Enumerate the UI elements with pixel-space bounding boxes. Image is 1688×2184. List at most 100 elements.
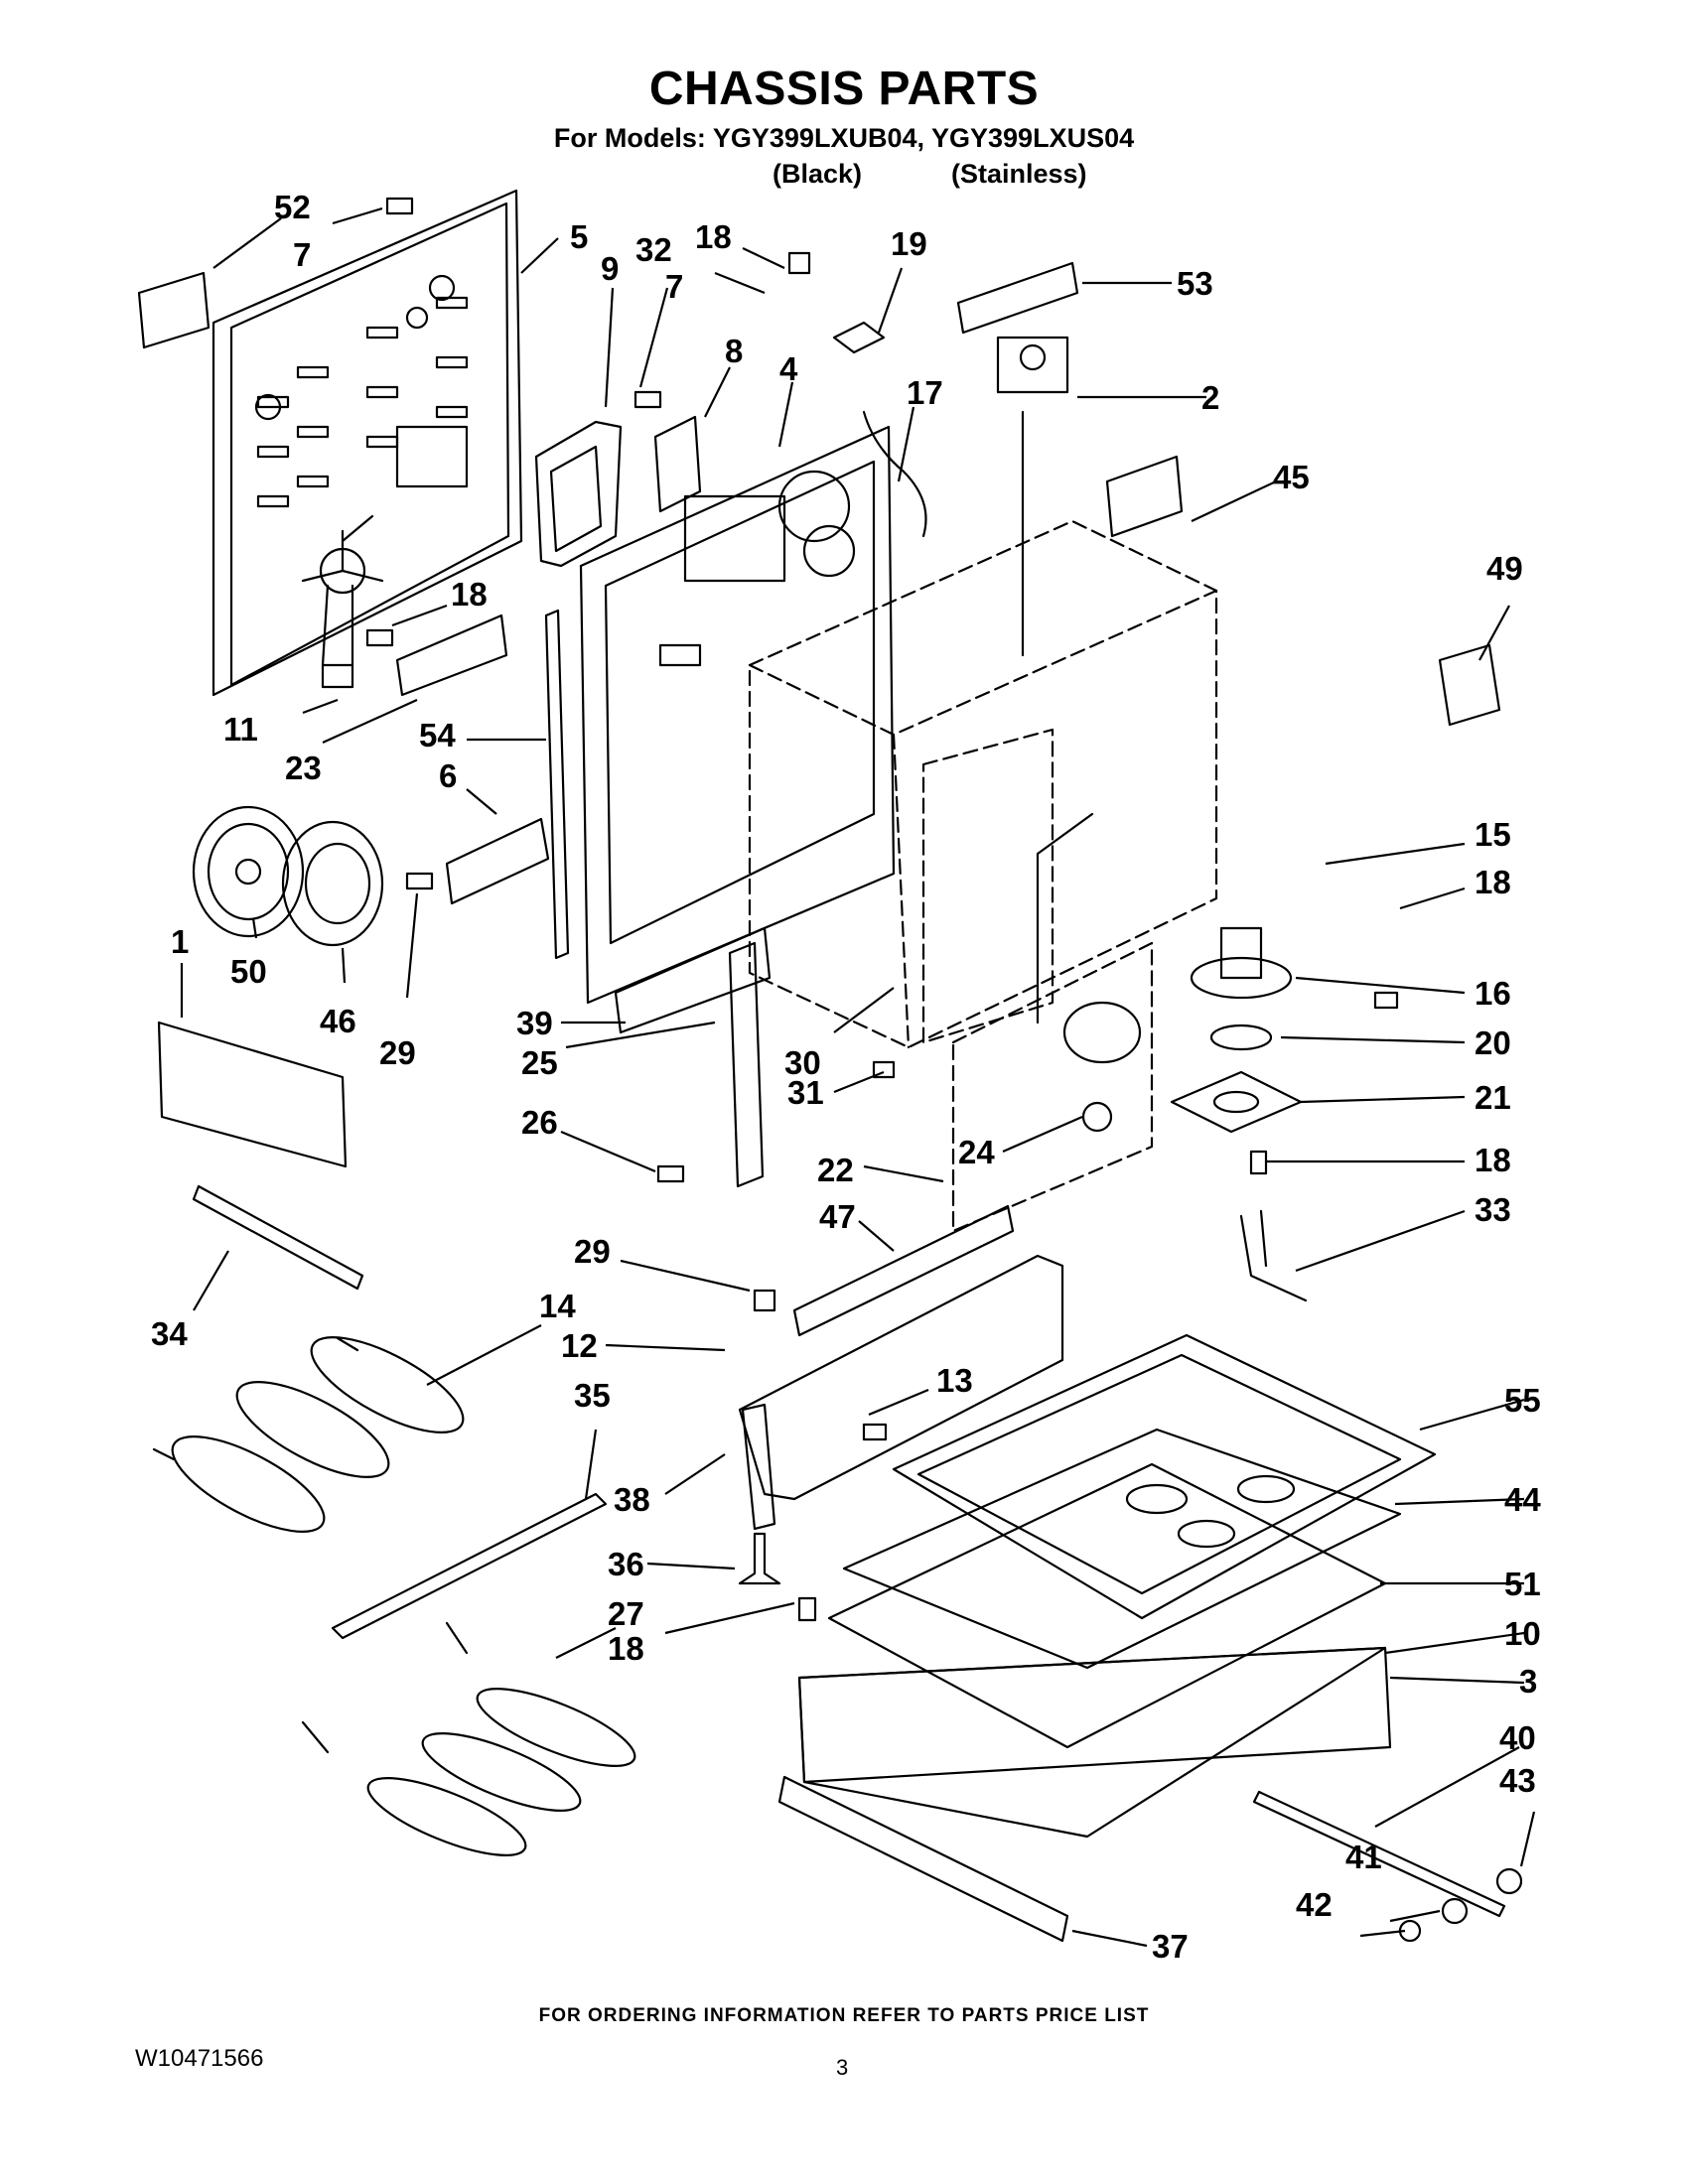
callout-label: 24 — [958, 1134, 995, 1170]
callout-label: 5 — [570, 218, 588, 255]
terminal-cover-part — [137, 271, 211, 349]
rail-part — [331, 1492, 608, 1640]
callout-label: 14 — [539, 1288, 576, 1324]
pipe-and-wire-part — [832, 321, 1094, 1024]
callout-label: 53 — [1177, 265, 1213, 302]
clip-part — [1239, 1209, 1308, 1302]
callout-label: 29 — [574, 1233, 611, 1270]
callout-label: 35 — [574, 1377, 611, 1414]
convection-motor-part — [301, 514, 384, 689]
callout-label: 39 — [516, 1005, 553, 1041]
igniter-bracket-part — [1438, 643, 1501, 727]
callout-label: 43 — [1499, 1762, 1536, 1799]
hardware-part — [365, 197, 1523, 1943]
callout-label: 16 — [1475, 975, 1511, 1012]
callout-label: 44 — [1504, 1481, 1541, 1518]
callout-label: 38 — [614, 1481, 650, 1518]
callout-label: 3 — [1519, 1663, 1537, 1700]
variant-black: (Black) — [773, 159, 863, 189]
callout-label: 18 — [451, 576, 488, 613]
mount-bracket-part — [1105, 455, 1184, 538]
gas-valve-part — [996, 336, 1069, 394]
callout-label: 17 — [907, 374, 943, 411]
callout-label: 37 — [1152, 1928, 1189, 1965]
models-line: For Models: YGY399LXUB04, YGY399LXUS04 — [553, 123, 1135, 153]
burner-assembly-part — [1170, 926, 1303, 1134]
ordering-note: FOR ORDERING INFORMATION REFER TO PARTS … — [538, 2005, 1150, 2026]
trim-strip-part — [544, 609, 570, 960]
callout-label: 51 — [1504, 1566, 1541, 1602]
side-bracket-part — [728, 941, 765, 1188]
toe-plate-part — [614, 926, 772, 1034]
callout-label: 12 — [561, 1327, 598, 1364]
bake-element-part — [152, 1336, 465, 1533]
callout-label: 7 — [665, 268, 683, 305]
drawer-rail-part — [1252, 1790, 1506, 1918]
bracket-part — [653, 415, 702, 513]
rear-panel-part — [211, 189, 523, 697]
callout-label: 11 — [223, 711, 258, 748]
oven-back-wall-part — [579, 425, 896, 1005]
callout-label: 2 — [1201, 379, 1219, 416]
callout-label: 18 — [695, 218, 732, 255]
vent-duct-part — [534, 420, 623, 568]
leader-lines — [180, 206, 1536, 1948]
oven-cavity-part — [748, 519, 1218, 1049]
callout-label: 55 — [1504, 1382, 1541, 1419]
callout-label: 18 — [608, 1630, 644, 1667]
callout-label: 7 — [293, 236, 311, 273]
cover-box-part — [956, 261, 1079, 335]
callout-label: 18 — [1475, 1142, 1511, 1178]
callout-label: 33 — [1475, 1191, 1511, 1228]
callout-label: 32 — [635, 231, 672, 268]
callout-label: 26 — [521, 1104, 558, 1141]
callout-label: 4 — [779, 350, 798, 387]
callout-label: 30 — [784, 1044, 821, 1081]
callout-label: 10 — [1504, 1615, 1541, 1652]
callout-label: 34 — [151, 1315, 188, 1352]
broil-element-part — [301, 1621, 636, 1856]
bottom-pan-part — [892, 1333, 1437, 1620]
callout-label: 21 — [1475, 1079, 1511, 1116]
callout-label: 13 — [936, 1362, 973, 1399]
convection-fan-part — [192, 805, 384, 947]
callout-label: 18 — [1475, 864, 1511, 900]
callout-label: 54 — [419, 717, 456, 753]
callout-label: 23 — [285, 750, 322, 786]
callout-label: 50 — [230, 953, 267, 990]
callout-label: 27 — [608, 1595, 644, 1632]
drip-plate-part — [192, 1184, 364, 1291]
callout-label: 29 — [379, 1034, 416, 1071]
front-plate-part — [157, 1021, 348, 1168]
callout-label: 20 — [1475, 1024, 1511, 1061]
callout-label: 41 — [1345, 1839, 1382, 1875]
callout-label: 6 — [439, 757, 457, 794]
motor-shield-part — [395, 614, 508, 697]
rear-bracket-part — [777, 1775, 1069, 1943]
callout-label: 40 — [1499, 1719, 1536, 1756]
callout-label: 15 — [1475, 816, 1511, 853]
callout-label: 8 — [725, 333, 743, 369]
leveling-leg-part — [738, 1532, 781, 1585]
callout-label: 49 — [1486, 550, 1523, 587]
callout-label: 9 — [601, 250, 619, 287]
callout-label: 1 — [171, 923, 189, 960]
page-title: CHASSIS PARTS — [648, 63, 1040, 115]
page-number: 3 — [836, 2055, 849, 2080]
light-assembly-part — [951, 941, 1154, 1233]
callout-label: 52 — [274, 189, 311, 225]
drawer-part — [797, 1462, 1392, 1839]
callout-label: 22 — [817, 1152, 854, 1188]
callout-label: 46 — [320, 1003, 356, 1039]
callout-label: 47 — [819, 1198, 856, 1235]
frame-part — [842, 1428, 1402, 1670]
variant-stainless: (Stainless) — [951, 159, 1087, 189]
document-number: W10471566 — [135, 2045, 264, 2072]
front-frame-part — [738, 1204, 1064, 1531]
callout-label: 36 — [608, 1546, 644, 1582]
callout-label: 25 — [521, 1044, 558, 1081]
callout-label: 19 — [891, 225, 927, 262]
callout-label: 42 — [1296, 1886, 1333, 1923]
callout-label: 31 — [787, 1074, 824, 1111]
